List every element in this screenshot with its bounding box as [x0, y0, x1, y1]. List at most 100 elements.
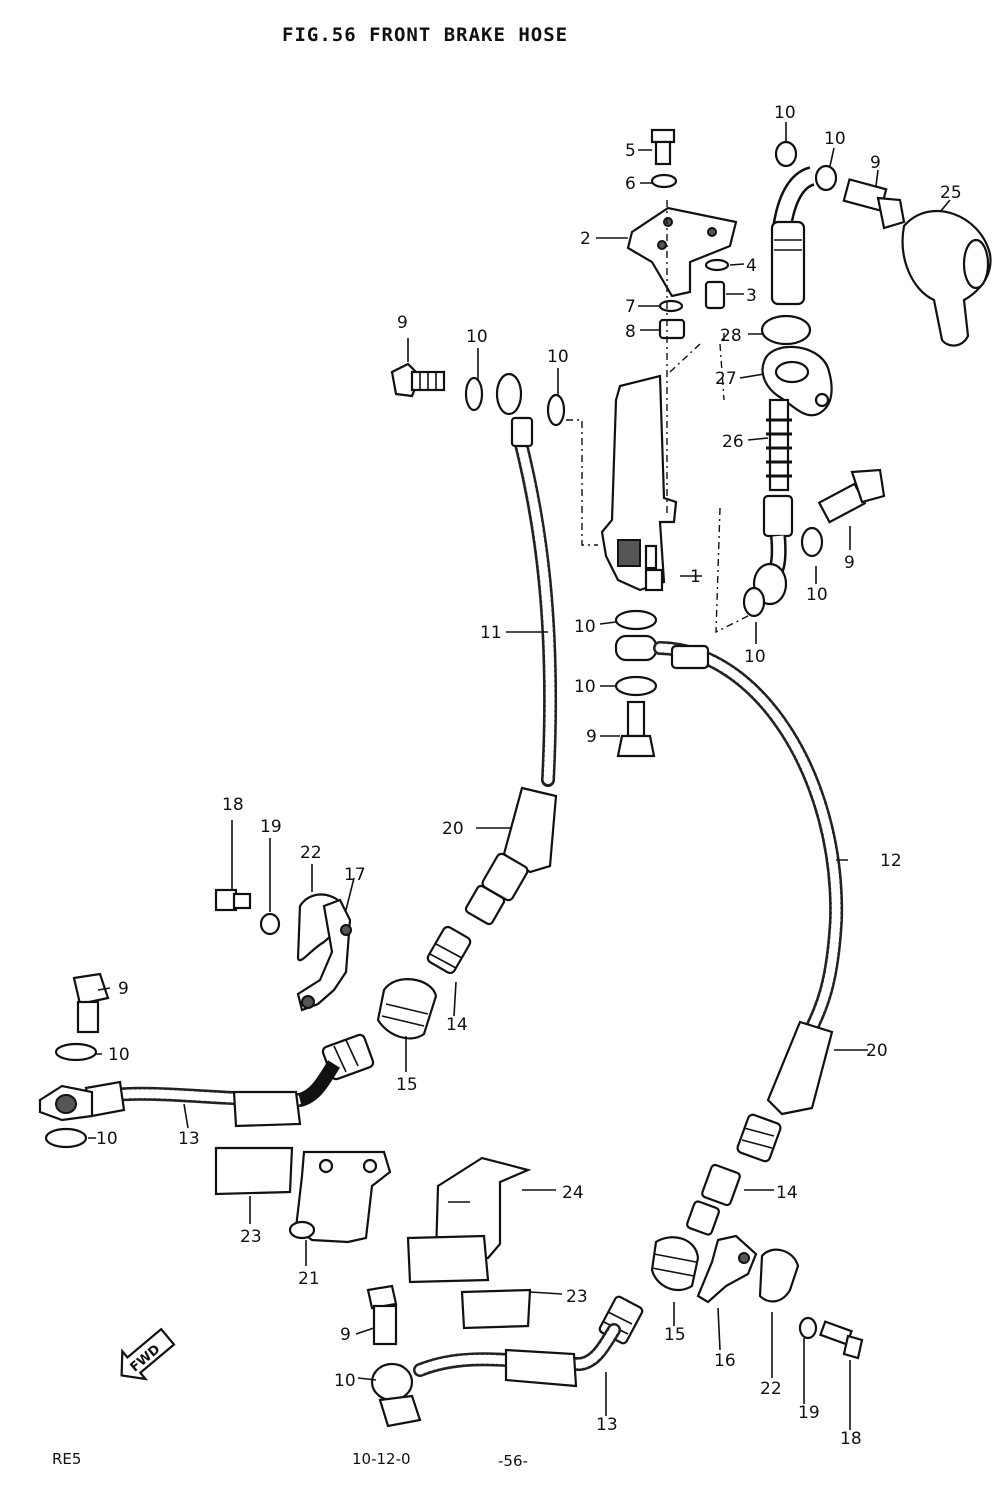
callout-25: 25 [940, 183, 962, 203]
callout-10-i: 10 [108, 1045, 130, 1065]
bolt-18-left [214, 888, 252, 912]
cover-20-right [766, 1020, 834, 1116]
washer-10-a [464, 376, 484, 412]
clamp-17 [296, 898, 352, 1012]
callout-14-a: 14 [446, 1015, 468, 1035]
hose-12 [653, 641, 844, 1047]
spacer-23-center-b [460, 1288, 532, 1330]
callout-9-b: 9 [870, 153, 881, 173]
callout-9-f: 9 [340, 1325, 351, 1345]
washer-10-j [44, 1127, 88, 1149]
bolt-18-right [819, 1320, 864, 1360]
callout-26: 26 [722, 432, 744, 452]
callout-10-d: 10 [824, 129, 846, 149]
callout-9-e: 9 [118, 979, 129, 999]
callout-10-b: 10 [547, 347, 569, 367]
washer-10-d [614, 675, 658, 697]
callout-15-a: 15 [396, 1075, 418, 1095]
callout-27: 27 [715, 369, 737, 389]
callout-18-a: 18 [222, 795, 244, 815]
callout-3: 3 [746, 286, 757, 306]
cap-25 [901, 209, 992, 347]
junction-1 [600, 374, 678, 592]
spacer-23-center-a [406, 1234, 490, 1284]
banjo-end-lower [370, 1362, 422, 1428]
print-code: 10-12-0 [352, 1450, 411, 1468]
callout-10-j: 10 [96, 1129, 118, 1149]
joint-14-left [426, 884, 506, 975]
callout-10-c: 10 [774, 103, 796, 123]
callout-5: 5 [625, 141, 636, 161]
callout-22-a: 22 [300, 843, 322, 863]
callout-9-c: 9 [844, 553, 855, 573]
nut-8 [658, 318, 686, 340]
callout-19-b: 19 [798, 1403, 820, 1423]
callout-10-f: 10 [744, 647, 766, 667]
callout-4: 4 [746, 256, 757, 276]
callout-20-b: 20 [866, 1041, 888, 1061]
washer-10-h [800, 526, 824, 558]
grommet-26 [766, 398, 792, 492]
washer-10-c [614, 609, 658, 631]
banjo-end-left [38, 1084, 94, 1122]
callout-23-a: 23 [240, 1227, 262, 1247]
joint-14-right [686, 1163, 741, 1236]
callout-6: 6 [625, 174, 636, 194]
callout-20-a: 20 [442, 819, 464, 839]
grommet-28 [760, 314, 812, 346]
bolt-3 [704, 280, 726, 310]
figure-title: FIG.56 FRONT BRAKE HOSE [282, 24, 569, 46]
washer-19-left [259, 912, 281, 936]
callout-9-a: 9 [397, 313, 408, 333]
page-number: -56- [498, 1452, 528, 1470]
callout-9-d: 9 [586, 727, 597, 747]
banjo-bolt-9-left [72, 972, 110, 1034]
washer-10-f [814, 164, 838, 192]
callout-10-h: 10 [574, 677, 596, 697]
washer-10-g [742, 586, 766, 618]
callout-2: 2 [580, 229, 591, 249]
callout-19-a: 19 [260, 817, 282, 837]
callout-12: 12 [880, 851, 902, 871]
callout-7: 7 [625, 297, 636, 317]
callout-15-b: 15 [664, 1325, 686, 1345]
callout-16: 16 [714, 1351, 736, 1371]
banjo-bolt-9-right [817, 468, 886, 524]
callout-23-b: 23 [566, 1287, 588, 1307]
callout-18-b: 18 [840, 1429, 862, 1449]
callout-8: 8 [625, 322, 636, 342]
callout-10-e: 10 [806, 585, 828, 605]
callout-1: 1 [690, 567, 701, 587]
callout-21: 21 [298, 1269, 320, 1289]
callout-22-b: 22 [760, 1379, 782, 1399]
fitting-right-a [736, 1113, 782, 1163]
callout-24: 24 [562, 1183, 584, 1203]
fwd-arrow-icon: FWD [120, 1327, 176, 1381]
washer-6 [650, 173, 678, 189]
spacer-23-left [214, 1146, 294, 1196]
model-code: RE5 [52, 1450, 82, 1468]
banjo-bolt-9-center [616, 700, 656, 758]
washer-4 [704, 258, 730, 272]
callout-13-b: 13 [596, 1415, 618, 1435]
washer-10-b [546, 393, 566, 427]
banjo-bolt-9-upper-left [390, 362, 446, 398]
callout-10-g: 10 [574, 617, 596, 637]
pipe-lower [762, 494, 794, 538]
grommet-15-right [650, 1236, 700, 1292]
callout-11: 11 [480, 623, 502, 643]
clamp-16 [696, 1234, 758, 1304]
banjo-bolt-9-lower [366, 1284, 398, 1346]
bolt-5 [650, 128, 676, 166]
washer-10-e [774, 140, 798, 168]
callout-17: 17 [344, 865, 366, 885]
cover-20-left [502, 786, 558, 874]
pipe-upper [770, 220, 806, 306]
callout-14-b: 14 [776, 1183, 798, 1203]
callout-13-a: 13 [178, 1129, 200, 1149]
banjo-fitting-11 [495, 372, 523, 416]
plate-21 [288, 1150, 392, 1244]
banjo-bolt-9-top-right [842, 178, 906, 230]
